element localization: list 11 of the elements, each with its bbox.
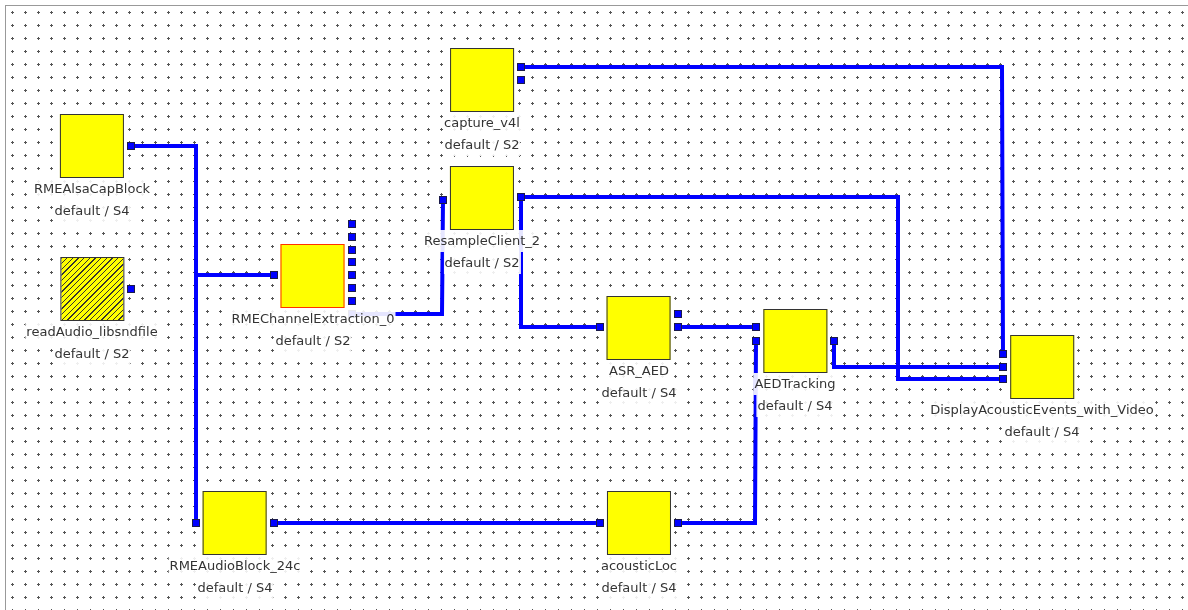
block-config: default / S2 [443,252,521,274]
block-config: default / S4 [756,395,834,417]
block-name: ResampleClient_2 [422,230,542,252]
connector-line [270,519,604,527]
connector-line [517,63,1007,358]
connector-line [127,142,200,527]
connector-line [674,323,760,331]
block-name: capture_v4l [443,112,521,134]
connector-line [674,337,760,527]
block-name: AEDTracking [753,373,837,395]
connector-line [830,337,1007,371]
